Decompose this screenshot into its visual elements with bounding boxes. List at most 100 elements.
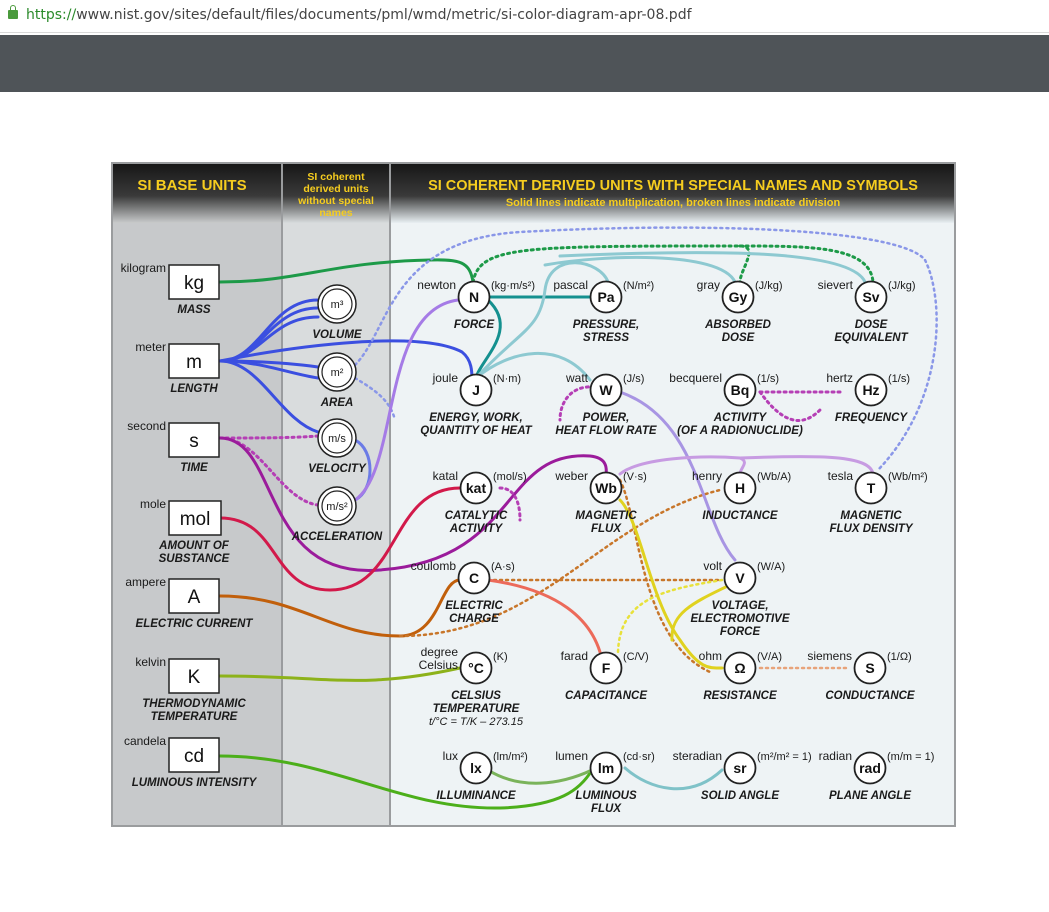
- derived-unit-circle: [589, 280, 623, 314]
- url-text[interactable]: https://www.nist.gov/sites/default/files…: [26, 7, 692, 23]
- derived-unit-definition: (V·s): [623, 471, 647, 483]
- derived-unit-caption: CELSIUS: [451, 690, 501, 702]
- derived-unit-name: radian: [819, 749, 852, 763]
- derived-unit-symbol: lx: [470, 760, 482, 776]
- coherent-unit-caption: VOLUME: [312, 329, 362, 341]
- base-unit-symbol: cd: [184, 746, 204, 767]
- derived-unit-caption: (OF A RADIONUCLIDE): [677, 425, 803, 437]
- base-unit-symbol: m: [186, 352, 202, 373]
- coherent-unit-inner-ring: [321, 422, 353, 454]
- svg-text:derived units: derived units: [303, 183, 369, 195]
- derived-unit-caption: TEMPERATURE: [433, 703, 520, 715]
- derived-unit-circle: [723, 651, 757, 685]
- derived-unit-caption: CONDUCTANCE: [825, 690, 915, 702]
- derived-unit-definition: (kg·m/s²): [491, 280, 535, 292]
- derived-unit-name: ohm: [699, 649, 722, 663]
- derived-unit-definition: (Wb/A): [757, 471, 791, 483]
- derived-unit-caption: VOLTAGE,: [711, 600, 768, 612]
- url-scheme: https://: [26, 7, 77, 23]
- derived-unit-circle: [589, 751, 623, 785]
- derived-unit-symbol: Sv: [862, 289, 879, 305]
- base-unit-caption: ELECTRIC CURRENT: [136, 618, 254, 630]
- derived-unit-symbol: T: [867, 480, 876, 496]
- derived-unit-name: lumen: [555, 749, 588, 763]
- derived-unit-caption: STRESS: [583, 332, 629, 344]
- derived-unit-definition: (1/Ω): [887, 651, 912, 663]
- derived-unit-caption: FLUX: [591, 523, 622, 535]
- derived-unit-caption: MAGNETIC: [575, 510, 637, 522]
- lock-icon: [8, 5, 18, 19]
- svg-text:SI coherent: SI coherent: [307, 171, 365, 183]
- derived-unit-name: steradian: [673, 749, 722, 763]
- connection-lines: [218, 226, 938, 810]
- derived-unit-caption: FLUX: [591, 803, 622, 815]
- base-unit-caption: TIME: [180, 462, 208, 474]
- base-unit-name: ampere: [125, 575, 166, 589]
- derived-unit-circle: [854, 471, 888, 505]
- header-coherent-units: SI coherent derived units without specia…: [297, 171, 374, 219]
- derived-unit-definition: (1/s): [757, 373, 779, 385]
- base-unit-box: [168, 737, 220, 773]
- coherent-unit-symbol: m/s²: [326, 501, 348, 513]
- svg-text:without special: without special: [297, 195, 374, 207]
- derived-unit-definition: (J/kg): [755, 280, 783, 292]
- base-unit-caption: MASS: [177, 304, 211, 316]
- derived-unit-name: siemens: [807, 649, 852, 663]
- base-units: kilogramkgMASSmetermLENGTHsecondsTIMEmol…: [121, 261, 258, 789]
- base-unit-symbol: K: [188, 667, 201, 688]
- derived-unit-caption: FREQUENCY: [835, 412, 909, 424]
- coherent-unit-inner-ring: [321, 490, 353, 522]
- derived-unit-definition: (V/A): [757, 651, 782, 663]
- base-unit-box: [168, 343, 220, 379]
- derived-unit-caption: ILLUMINANCE: [436, 790, 516, 802]
- base-unit-caption: LUMINOUS INTENSITY: [132, 777, 258, 789]
- base-unit-name: candela: [124, 734, 166, 748]
- derived-unit-definition: (C/V): [623, 651, 649, 663]
- derived-unit-caption: ACTIVITY: [449, 523, 504, 535]
- header-base-units: SI BASE UNITS: [137, 177, 246, 194]
- header-special-units: SI COHERENT DERIVED UNITS WITH SPECIAL N…: [428, 178, 918, 194]
- derived-unit-symbol: Ω: [734, 660, 745, 676]
- derived-unit-definition: (lm/m²): [493, 751, 528, 763]
- base-unit-name: mole: [140, 497, 166, 511]
- derived-unit-name: coulomb: [411, 559, 457, 573]
- base-unit-caption: SUBSTANCE: [159, 553, 230, 565]
- coherent-unit-inner-ring: [321, 356, 353, 388]
- derived-unit-circle: [723, 561, 757, 595]
- derived-unit-circle: [457, 280, 491, 314]
- derived-unit-name: gray: [697, 278, 720, 292]
- derived-units: Nnewton(kg·m/s²)FORCEPapascal(N/m²)PRESS…: [411, 278, 935, 815]
- address-bar[interactable]: https://www.nist.gov/sites/default/files…: [0, 0, 1049, 33]
- svg-text:names: names: [319, 207, 352, 219]
- derived-unit-caption: INDUCTANCE: [702, 510, 778, 522]
- derived-unit-name: hertz: [826, 371, 853, 385]
- base-unit-box: [168, 578, 220, 614]
- derived-unit-caption: FORCE: [720, 626, 761, 638]
- coherent-units: m³VOLUMEm²AREAm/sVELOCITYm/s²ACCELERATIO…: [291, 284, 383, 543]
- derived-unit-definition: (1/s): [888, 373, 910, 385]
- derived-unit-caption: PRESSURE,: [573, 319, 639, 331]
- derived-unit-name: farad: [561, 649, 588, 663]
- derived-unit-definition: (m²/m² = 1): [757, 751, 812, 763]
- base-unit-caption: TEMPERATURE: [151, 711, 238, 723]
- derived-unit-degC: °CdegreeCelsius(K)CELSIUSTEMPERATUREt/°C…: [419, 645, 524, 728]
- derived-unit-name: volt: [703, 559, 722, 573]
- coherent-unit-symbol: m²: [331, 367, 344, 379]
- derived-unit-definition: (A·s): [491, 561, 515, 573]
- derived-unit-symbol: Wb: [595, 480, 617, 496]
